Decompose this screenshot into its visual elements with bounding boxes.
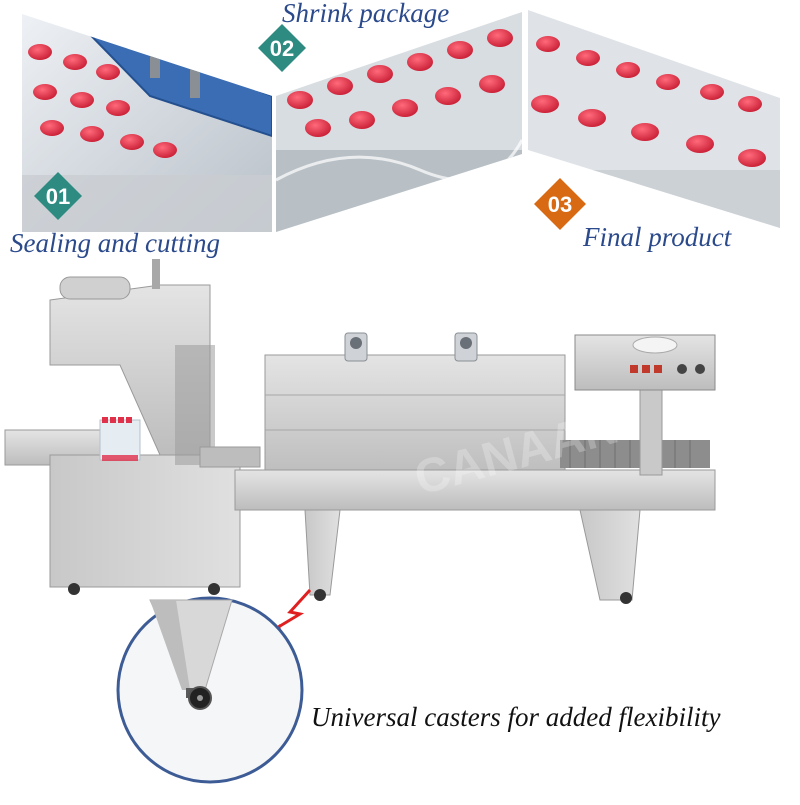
fan-motor-right bbox=[454, 332, 478, 362]
process-photos-svg: 01 02 03 bbox=[22, 10, 780, 232]
control-panel bbox=[630, 364, 705, 374]
machine-svg: CANAAN bbox=[4, 259, 716, 604]
shrink-package-photo bbox=[276, 12, 522, 232]
svg-text:03: 03 bbox=[548, 192, 572, 217]
caster-callout-svg bbox=[116, 588, 312, 784]
svg-text:02: 02 bbox=[270, 36, 294, 61]
heat-tunnel bbox=[264, 332, 566, 476]
bottle-caps-group-1 bbox=[28, 44, 177, 158]
step-label-final: Final product bbox=[583, 222, 732, 252]
step-label-shrink: Shrink package bbox=[282, 0, 450, 28]
shrink-wrap-machine: CANAAN bbox=[0, 255, 800, 605]
control-box bbox=[574, 334, 716, 391]
caster-zoom-circle bbox=[116, 596, 304, 784]
bottle-caps-group-2 bbox=[287, 29, 513, 137]
caster-callout: Universal casters for added flexibility bbox=[0, 580, 800, 800]
fan-motor-left bbox=[344, 332, 368, 362]
sealing-unit bbox=[4, 259, 241, 595]
caster-label: Universal casters for added flexibility bbox=[311, 702, 721, 732]
conveyor-frame bbox=[234, 389, 716, 604]
step-badge-02: 02 bbox=[258, 24, 306, 72]
step-label-sealing: Sealing and cutting bbox=[10, 228, 220, 258]
process-photo-strip: 01 02 03 bbox=[0, 0, 800, 240]
step-badge-01: 01 bbox=[34, 172, 82, 220]
svg-text:01: 01 bbox=[46, 184, 70, 209]
step-badge-03: 03 bbox=[534, 178, 586, 230]
bottle-caps-group-3 bbox=[531, 36, 766, 167]
bottles-in-sealer bbox=[99, 417, 141, 461]
